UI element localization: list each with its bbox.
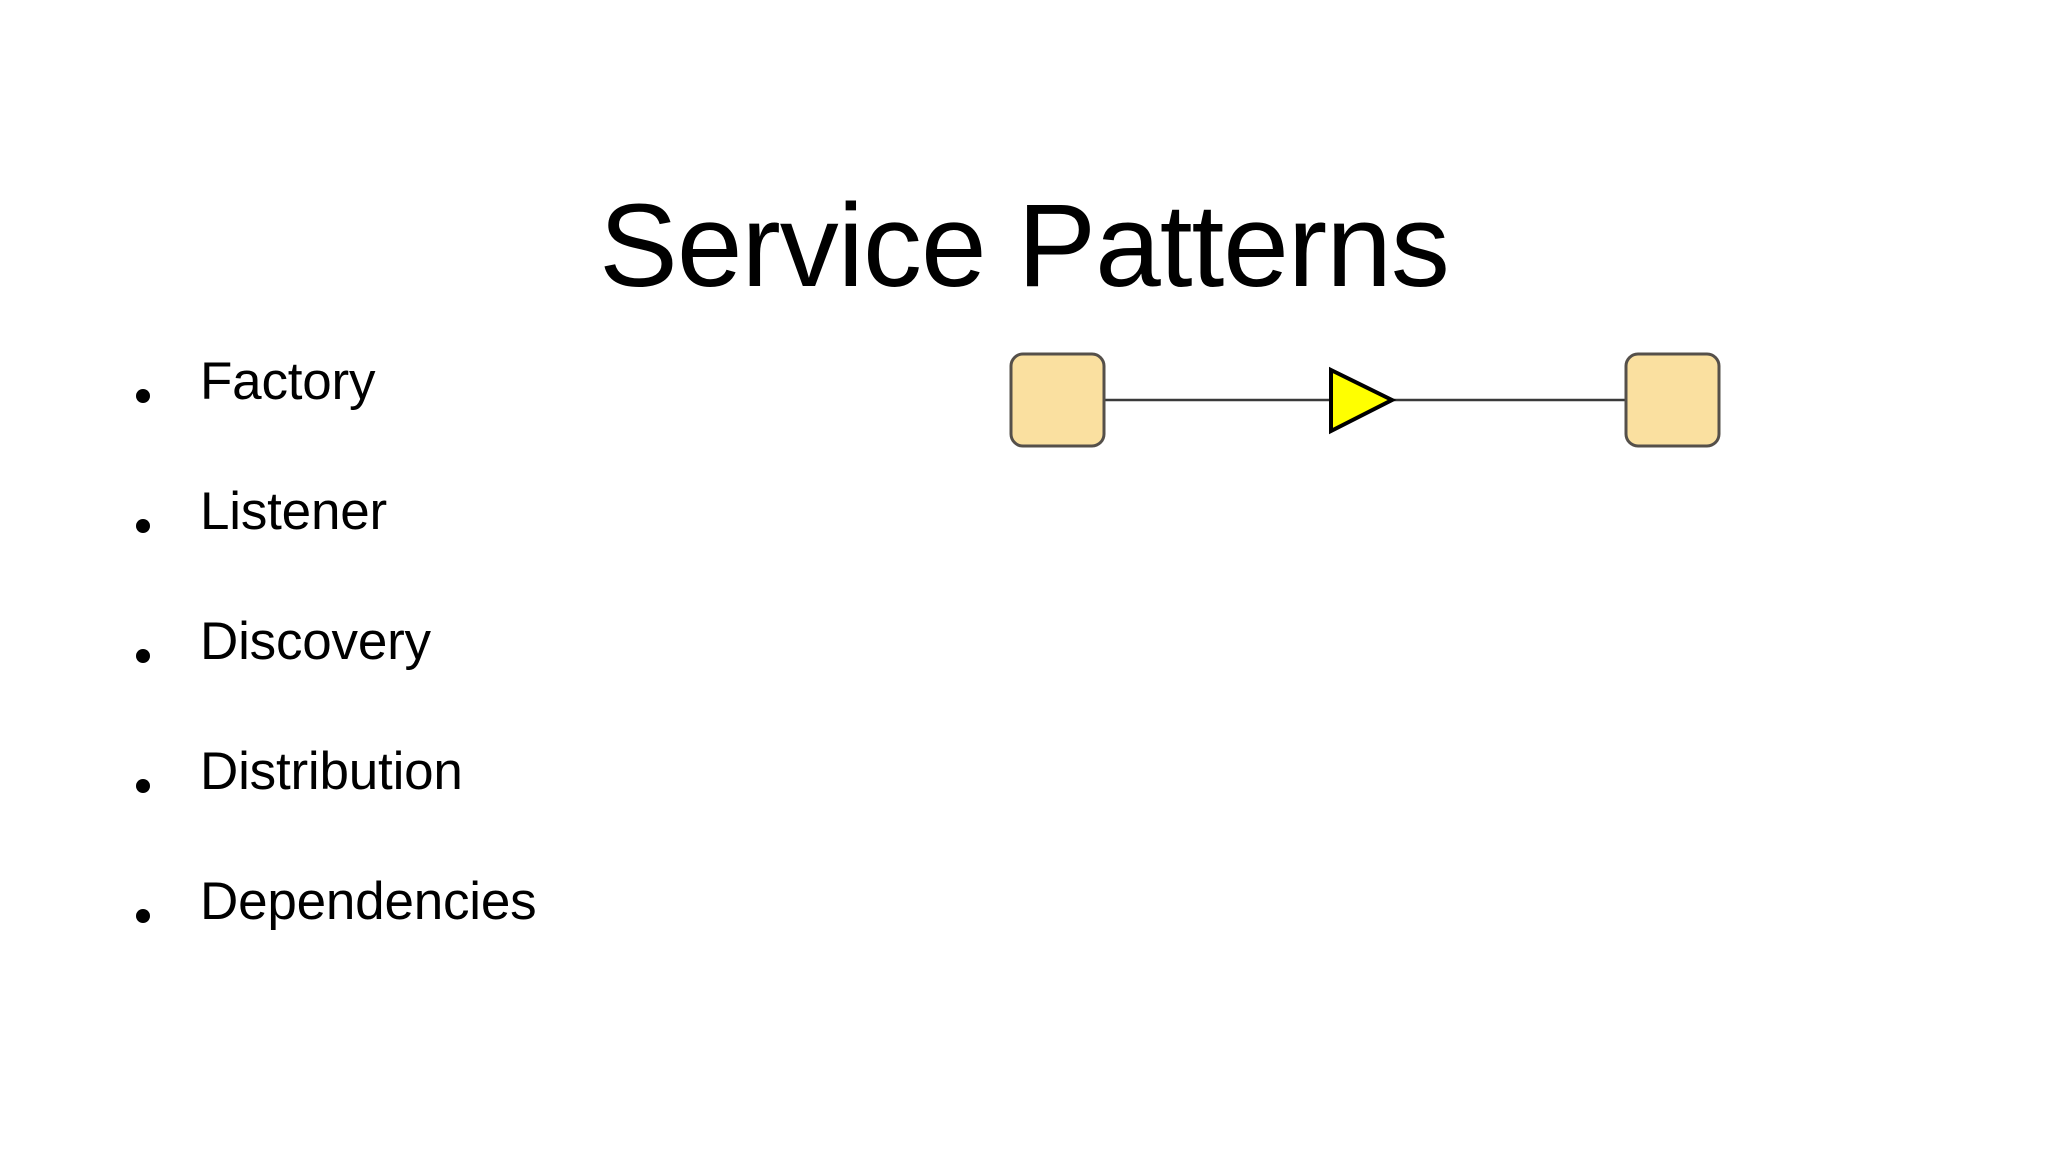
page-title: Service Patterns [599, 180, 1450, 313]
list-item[interactable]: Dependencies [136, 875, 876, 1005]
list-item-label: Factory [200, 352, 376, 411]
right-node[interactable] [1624, 352, 1721, 448]
left-node[interactable] [1009, 352, 1106, 448]
list-item-label: Discovery [200, 612, 431, 671]
bullet-point-icon [136, 649, 150, 663]
arrowhead-icon[interactable] [1329, 366, 1397, 435]
list-item[interactable]: Discovery [136, 615, 876, 745]
list-item[interactable]: Distribution [136, 745, 876, 875]
list-item-label: Listener [200, 482, 387, 541]
service-pattern-diagram [980, 330, 1760, 480]
bullet-point-icon [136, 519, 150, 533]
list-item-label: Dependencies [200, 872, 537, 931]
bullet-point-icon [136, 779, 150, 793]
bullet-list: Factory Listener Discovery Distribution … [136, 355, 876, 1005]
list-item[interactable]: Listener [136, 485, 876, 615]
list-item[interactable]: Factory [136, 355, 876, 485]
list-item-label: Distribution [200, 742, 463, 801]
bullet-point-icon [136, 909, 150, 923]
bullet-point-icon [136, 389, 150, 403]
